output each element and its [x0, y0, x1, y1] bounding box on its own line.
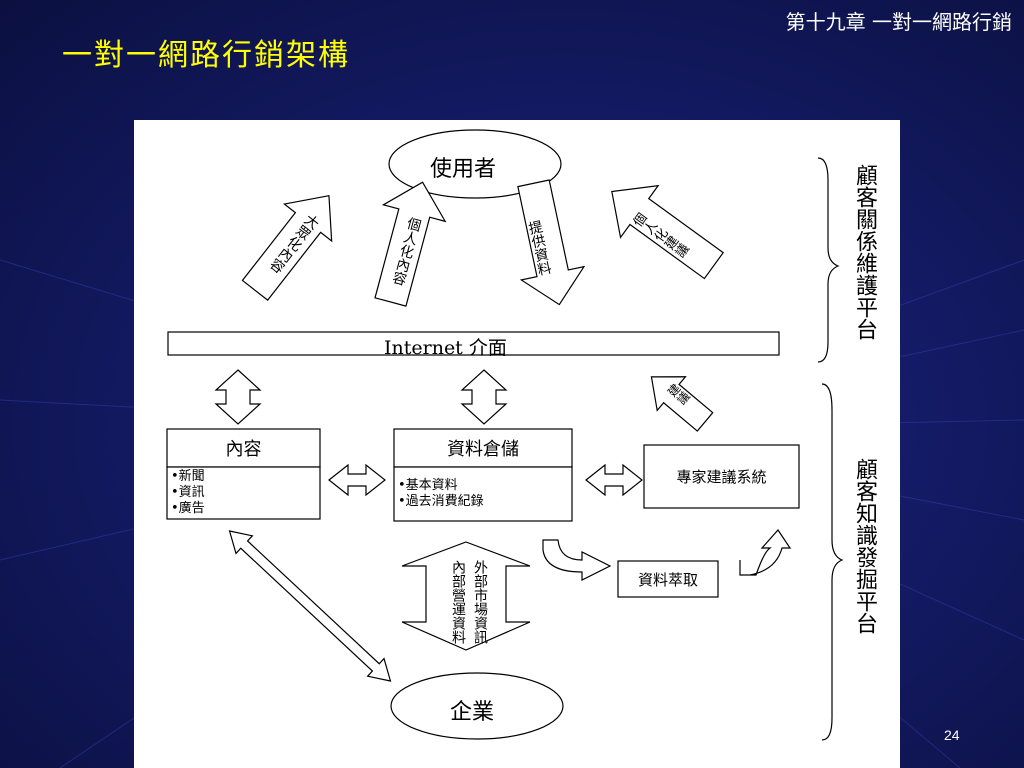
content-list: 新聞 資訊 廣告 — [167, 467, 320, 519]
double-arrow-left — [214, 369, 262, 425]
double-arrow-middle — [460, 369, 508, 425]
content-box-shape — [166, 428, 321, 468]
storage-list: 基本資料 過去消費紀錄 — [394, 476, 572, 520]
chapter-heading: 第十九章 一對一網路行銷 — [785, 10, 1012, 34]
content-item: 資訊 — [171, 485, 320, 501]
arrow-personal-advice — [611, 184, 725, 280]
kdd-platform-label: 顧客知識發掘平台 — [852, 458, 877, 634]
internet-bar-label: Internet 介面 — [384, 337, 507, 359]
brace-kdd — [821, 383, 844, 741]
storage-item: 基本資料 — [398, 478, 572, 494]
arrow-personal-content — [374, 181, 447, 307]
extract-box-shape — [617, 560, 719, 598]
brace-crm — [817, 157, 840, 363]
curved-arrow-expert — [739, 529, 792, 576]
content-item: 新聞 — [171, 469, 320, 485]
double-arrow-h-left — [328, 463, 386, 497]
enterprise-ellipse — [390, 672, 564, 740]
arrow-provide-data — [517, 179, 586, 306]
page-number: 24 — [944, 727, 960, 743]
expert-system-box: 專家建議系統 — [676, 468, 767, 486]
user-label: 使用者 — [430, 157, 497, 182]
arrow-advice — [650, 376, 714, 432]
internet-bar-shape — [167, 331, 780, 356]
expert-box-shape — [643, 444, 800, 509]
storage-item: 過去消費紀錄 — [398, 494, 572, 510]
storage-box: 資料倉儲 — [447, 439, 519, 460]
architecture-diagram: 使用者 企業 Internet 介面 內容 新聞 資訊 廣告 資料倉儲 基本資料… — [134, 120, 900, 768]
internal-info-label: 內部營運資料 — [450, 560, 466, 644]
slide-title: 一對一網路行銷架構 — [62, 38, 350, 73]
double-arrow-h-right — [585, 463, 643, 497]
user-ellipse — [388, 129, 562, 199]
curved-arrow-extract — [542, 539, 612, 581]
data-extract-box: 資料萃取 — [637, 570, 698, 589]
crm-platform-label: 顧客關係維護平台 — [852, 164, 877, 340]
enterprise-label: 企業 — [450, 700, 495, 725]
double-arrow-diagonal — [228, 530, 392, 682]
external-info-label: 外部市場資訊 — [472, 560, 488, 644]
storage-box-shape — [393, 428, 573, 468]
content-item: 廣告 — [171, 501, 320, 517]
content-box: 內容 — [225, 439, 262, 460]
double-arrow-info — [401, 541, 531, 651]
arrow-mass-content — [241, 195, 333, 301]
